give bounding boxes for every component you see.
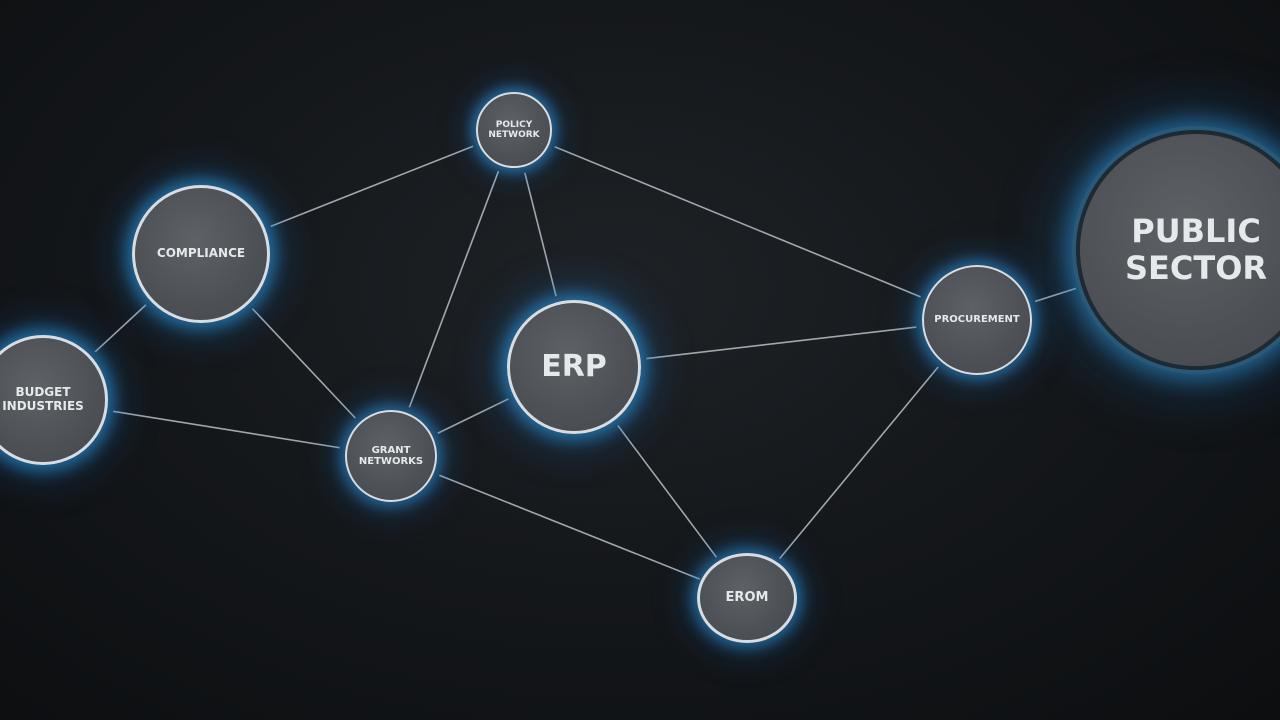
node-compliance[interactable]: COMPLIANCE xyxy=(132,185,270,323)
edge-policy-procurement xyxy=(554,145,921,298)
node-grant[interactable]: GRANT NETWORKS xyxy=(345,410,437,502)
edge-compliance-grant xyxy=(251,308,356,419)
edge-erp-procurement xyxy=(646,326,917,360)
node-erom[interactable]: EROM xyxy=(697,553,797,643)
node-budget[interactable]: BUDGET INDUSTRIES xyxy=(0,335,108,465)
edge-grant-erp xyxy=(437,398,509,434)
edge-compliance-policy xyxy=(270,145,474,228)
edge-compliance-budget xyxy=(94,304,147,353)
node-erp[interactable]: ERP xyxy=(507,300,641,434)
edge-erp-erom xyxy=(617,424,718,558)
edge-policy-grant xyxy=(408,170,500,408)
edge-policy-erp xyxy=(524,172,557,297)
edge-procurement-public_sector xyxy=(1034,287,1077,303)
node-public-sector[interactable]: PUBLIC SECTOR xyxy=(1076,130,1280,370)
edge-budget-grant xyxy=(112,410,340,449)
edge-grant-erom xyxy=(439,474,700,580)
node-policy[interactable]: POLICY NETWORK xyxy=(476,92,552,168)
edge-procurement-erom xyxy=(778,366,939,560)
node-procurement[interactable]: PROCUREMENT xyxy=(922,265,1032,375)
